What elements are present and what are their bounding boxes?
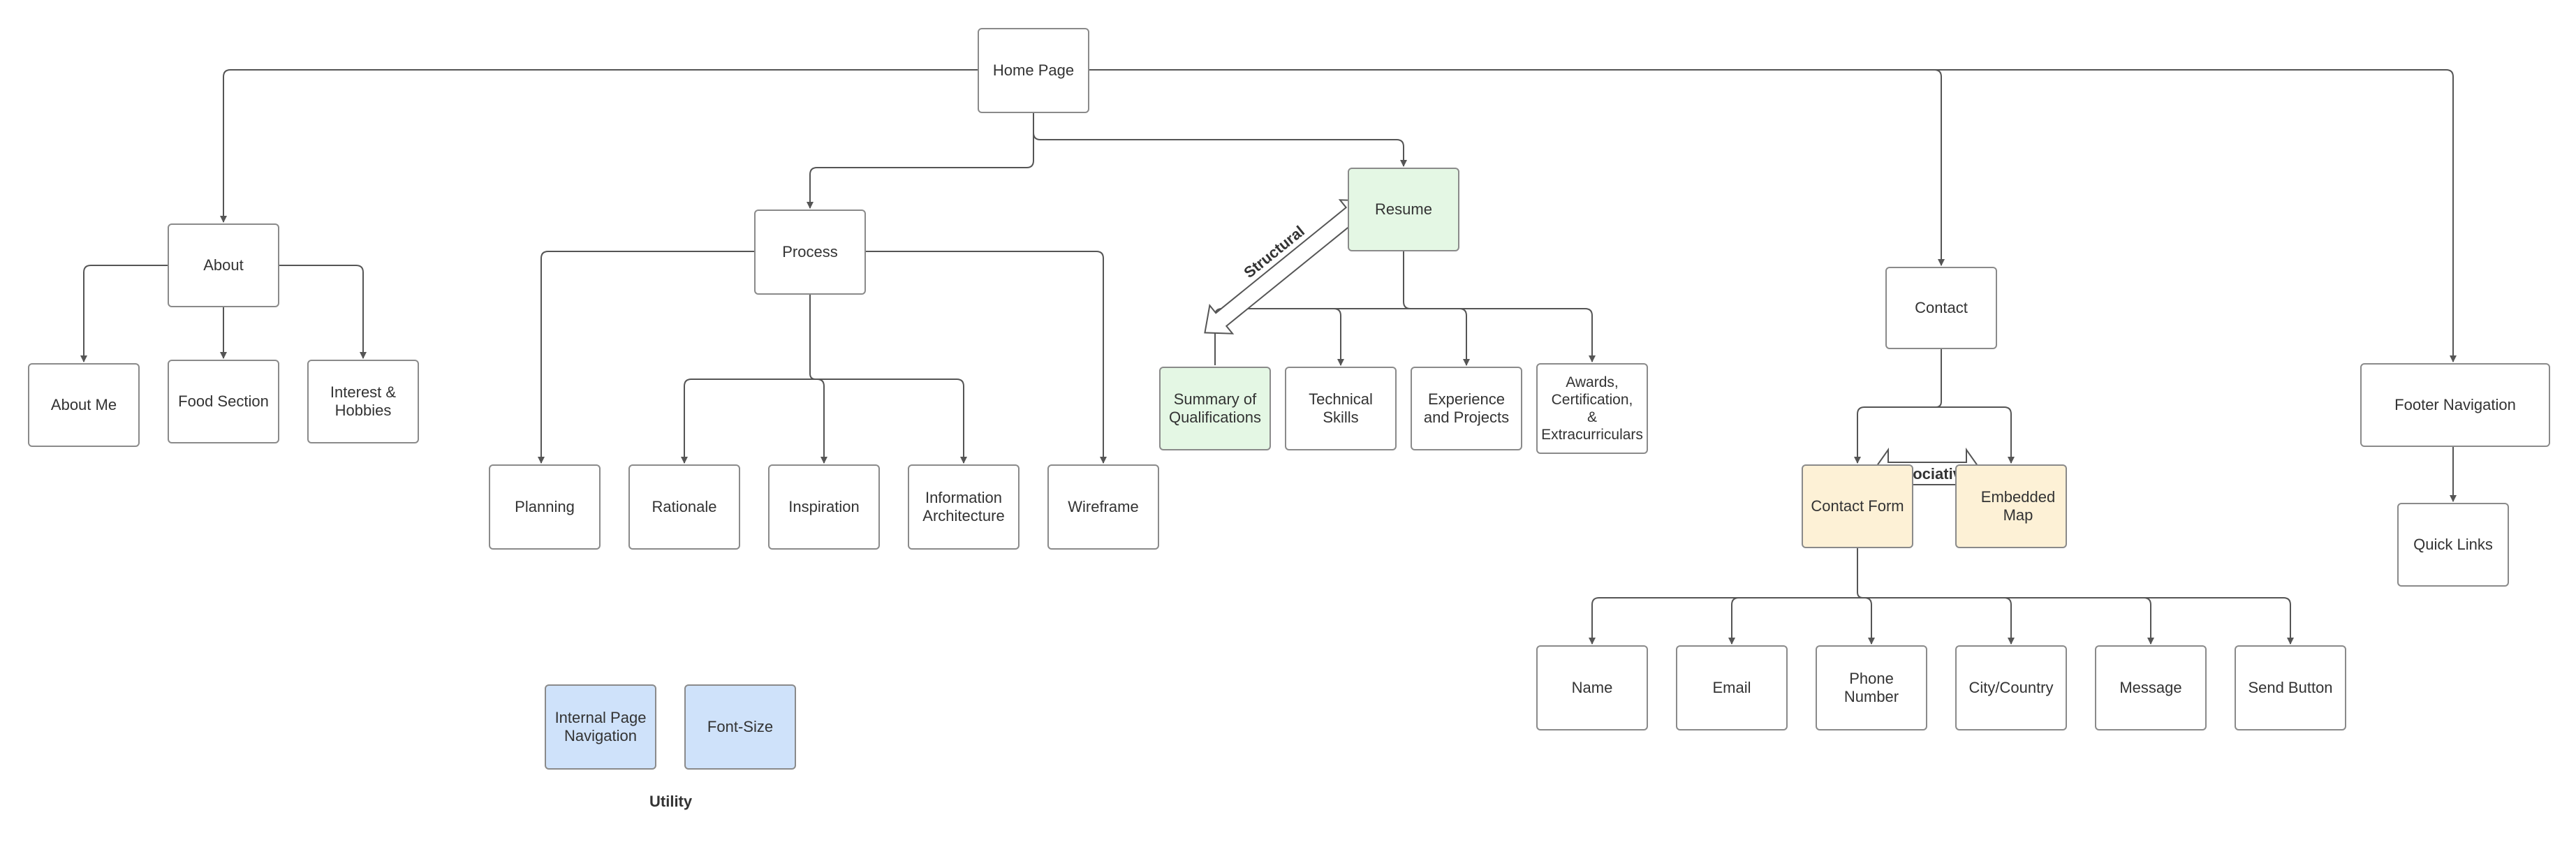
edge-about-interest <box>279 265 367 359</box>
node-resume[interactable]: Resume <box>1348 168 1459 251</box>
node-contact-form[interactable]: Contact Form <box>1802 464 1913 548</box>
node-font-size[interactable]: Font-Size <box>684 684 796 770</box>
edge-process-planning <box>538 251 754 464</box>
node-experience-projects[interactable]: Experience and Projects <box>1411 367 1522 450</box>
edge-form-email <box>1728 597 1857 645</box>
edge-form-message <box>1857 597 2154 645</box>
node-footer-navigation[interactable]: Footer Navigation <box>2360 363 2550 447</box>
edge-process-split <box>809 295 816 380</box>
node-inspiration[interactable]: Inspiration <box>768 464 880 550</box>
edge-about-aboutme <box>80 265 168 362</box>
edge-process-ia <box>810 379 967 464</box>
node-contact[interactable]: Contact <box>1885 267 1997 349</box>
node-rationale[interactable]: Rationale <box>628 464 740 550</box>
edge-contact-form <box>1854 406 1941 464</box>
edge-form-city <box>1857 597 2015 645</box>
node-technical-skills[interactable]: Technical Skills <box>1285 367 1397 450</box>
edge-resume-awards <box>1404 308 1596 362</box>
edge-contact-map <box>1941 406 2015 464</box>
node-about[interactable]: About <box>168 223 279 307</box>
node-wireframe[interactable]: Wireframe <box>1047 464 1159 550</box>
edge-form-split <box>1857 548 1864 598</box>
edge-home-footer <box>1934 69 2457 362</box>
node-food-section[interactable]: Food Section <box>168 360 279 443</box>
node-internal-page-navigation[interactable]: Internal Page Navigation <box>545 684 656 770</box>
edge-process-inspiration <box>810 379 827 464</box>
node-message[interactable]: Message <box>2095 645 2207 730</box>
edge-form-name <box>1589 597 1857 645</box>
node-awards[interactable]: Awards, Certification, & Extracurricular… <box>1536 363 1648 454</box>
edge-form-phone <box>1857 597 1875 645</box>
edge-resume-summary <box>1214 308 1404 365</box>
edge-home-contact <box>1089 69 1945 266</box>
edge-home-about <box>220 69 978 223</box>
node-interest-hobbies[interactable]: Interest & Hobbies <box>307 360 419 443</box>
node-information-architecture[interactable]: Information Architecture <box>908 464 1020 550</box>
node-city-country[interactable]: City/Country <box>1955 645 2067 730</box>
node-embedded-map[interactable]: Embedded Map <box>1955 464 2067 548</box>
edge-process-rationale <box>681 379 810 464</box>
edge-resume-experience <box>1404 308 1470 366</box>
node-phone-number[interactable]: Phone Number <box>1816 645 1927 730</box>
node-about-me[interactable]: About Me <box>28 363 140 447</box>
utility-label: Utility <box>649 793 693 810</box>
edge-home-process <box>807 113 1034 209</box>
node-process[interactable]: Process <box>754 210 866 295</box>
edge-process-wireframe <box>866 251 1107 464</box>
node-email[interactable]: Email <box>1676 645 1788 730</box>
node-home-page[interactable]: Home Page <box>978 28 1089 113</box>
edge-form-send <box>1857 597 2294 645</box>
edge-contact-split <box>1935 349 1942 408</box>
node-quick-links[interactable]: Quick Links <box>2397 503 2509 587</box>
edge-home-resume <box>1033 113 1407 167</box>
node-planning[interactable]: Planning <box>489 464 601 550</box>
node-summary-qualifications[interactable]: Summary of Qualifications <box>1159 367 1271 450</box>
edge-resume-split <box>1403 251 1411 309</box>
node-name[interactable]: Name <box>1536 645 1648 730</box>
node-send-button[interactable]: Send Button <box>2235 645 2346 730</box>
edge-resume-technical <box>1333 308 1404 366</box>
